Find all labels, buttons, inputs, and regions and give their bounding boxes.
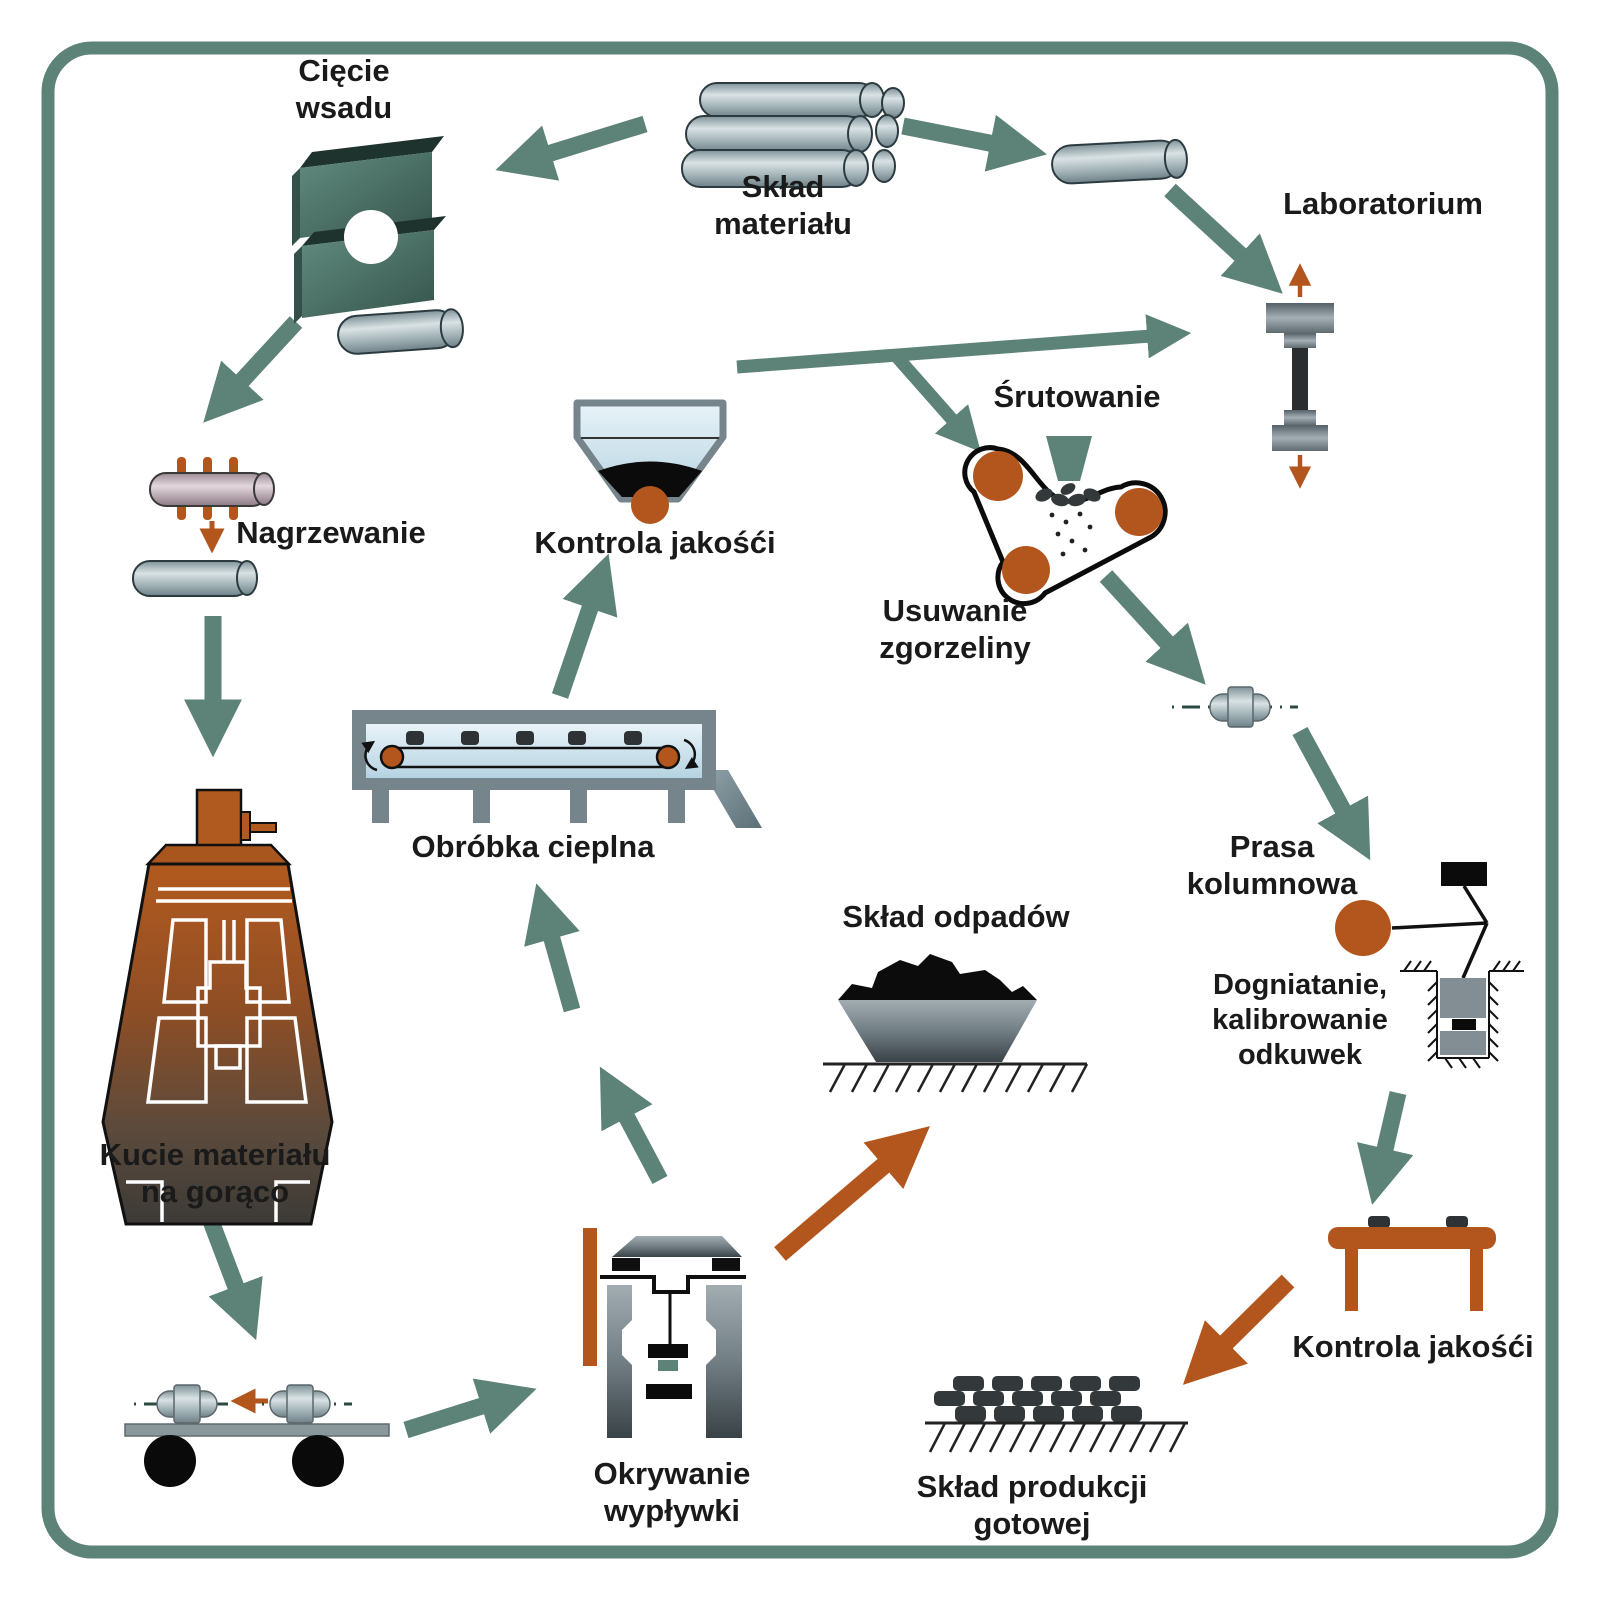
arrow-furnace-to-qc	[551, 553, 618, 699]
label-sklad-odpadow: Skład odpadów	[842, 898, 1069, 935]
billet-icon	[1051, 138, 1188, 185]
label-line: Okrywanie	[593, 1456, 751, 1491]
arrow-qc-to-lab	[736, 314, 1192, 374]
label-line: Skład odpadów	[842, 899, 1070, 934]
quality-control-hopper-icon	[573, 399, 727, 524]
label-line: Cięcie	[298, 53, 390, 88]
arrow-trimming-to-waste	[774, 1126, 930, 1261]
label-line: gotowej	[973, 1506, 1091, 1541]
forging-press-icon	[101, 788, 334, 1226]
shot-blasting-icon	[962, 436, 1168, 607]
arrow-part-to-furnace	[524, 883, 581, 1013]
label-nagrzewanie: Nagrzewanie	[236, 514, 426, 551]
label-line: Prasa	[1229, 829, 1315, 864]
transport-cart-icon	[124, 1384, 390, 1487]
arrow-cutting-to-heating	[203, 316, 303, 423]
label-obrobka-cieplna: Obróbka cieplna	[412, 828, 655, 865]
waste-container-icon	[823, 954, 1089, 1093]
page-border	[41, 41, 1559, 1559]
material-stack-icon	[681, 82, 905, 188]
label-line: Kontrola jakośći	[1292, 1329, 1534, 1364]
label-line: Kucie materiału	[99, 1137, 331, 1172]
trimming-press-icon	[583, 1228, 746, 1438]
label-sklad-produkcji: Skład produkcji gotowej	[917, 1468, 1148, 1542]
arrow-material-to-cutting	[495, 115, 648, 181]
arrow-table-to-finished	[1182, 1274, 1295, 1385]
label-line: Kontrola jakośći	[534, 525, 776, 560]
arrow-material-to-billet	[901, 114, 1048, 172]
arrow-press-to-table	[1356, 1091, 1414, 1205]
label-line: Obróbka cieplna	[411, 829, 655, 864]
label-line: Laboratorium	[1283, 186, 1483, 221]
label-line: Skład	[741, 169, 825, 204]
label-line: kolumnowa	[1186, 866, 1358, 901]
cutting-die-icon	[292, 136, 464, 355]
arrow-part2-to-press	[1292, 726, 1371, 861]
label-usuwanie-zgorzeliny: Usuwanie zgorzeliny	[879, 592, 1031, 666]
arrow-forging-to-cart	[201, 1212, 263, 1341]
label-line: Skład produkcji	[916, 1469, 1148, 1504]
arrow-qc-to-shotblast	[892, 352, 981, 452]
label-kontrola-jakosci-dolna: Kontrola jakośći	[1292, 1328, 1533, 1365]
label-srutowanie: Śrutowanie	[993, 378, 1160, 415]
belt-rotation-arrow-left	[361, 740, 378, 772]
label-line: kalibrowanie	[1212, 1004, 1388, 1036]
label-dogniatanie: Dogniatanie, kalibrowanie odkuwek	[1212, 968, 1388, 1073]
label-line: Dogniatanie,	[1212, 969, 1388, 1001]
tensile-specimen-icon	[1266, 303, 1334, 451]
label-kontrola-jakosci-gorna: Kontrola jakośći	[534, 524, 775, 561]
arrow-shotblast-to-part2	[1099, 570, 1206, 685]
sizing-press-icon	[1335, 862, 1524, 1069]
label-line: Nagrzewanie	[236, 515, 426, 550]
label-prasa-kolumnowa: Prasa kolumnowa	[1187, 828, 1358, 902]
label-ciecie-wsadu: Cięcie wsadu	[296, 52, 392, 126]
label-okrywanie-wyplywki: Okrywanie wypływki	[594, 1455, 751, 1529]
belt-rotation-arrow-right	[683, 738, 699, 770]
label-kucie: Kucie materiału na gorąco	[100, 1136, 331, 1210]
arrow-billet-to-lab	[1164, 183, 1283, 294]
label-line: odkuwek	[1237, 1039, 1363, 1071]
process-arrows-orange	[199, 263, 1312, 1414]
label-line: materiału	[714, 206, 852, 241]
label-laboratorium: Laboratorium	[1283, 185, 1483, 222]
label-sklad-materialu: Skład materiału	[714, 168, 852, 242]
heat-treatment-furnace-icon	[352, 710, 762, 828]
label-line: na gorąco	[140, 1174, 290, 1209]
label-line: wypływki	[603, 1493, 741, 1528]
arrow-trimming-to-part	[599, 1066, 668, 1184]
label-line: wsadu	[295, 90, 393, 125]
process-arrows-green	[184, 114, 1414, 1439]
heating-icon	[132, 457, 275, 597]
label-line: zgorzeliny	[879, 630, 1031, 665]
label-line: Usuwanie	[882, 593, 1028, 628]
inspection-table-icon	[1328, 1216, 1496, 1311]
finished-products-icon	[925, 1376, 1188, 1453]
label-line: Śrutowanie	[993, 379, 1161, 414]
arrow-cart-to-trimming	[403, 1378, 537, 1439]
forged-part-icon	[1172, 686, 1298, 728]
